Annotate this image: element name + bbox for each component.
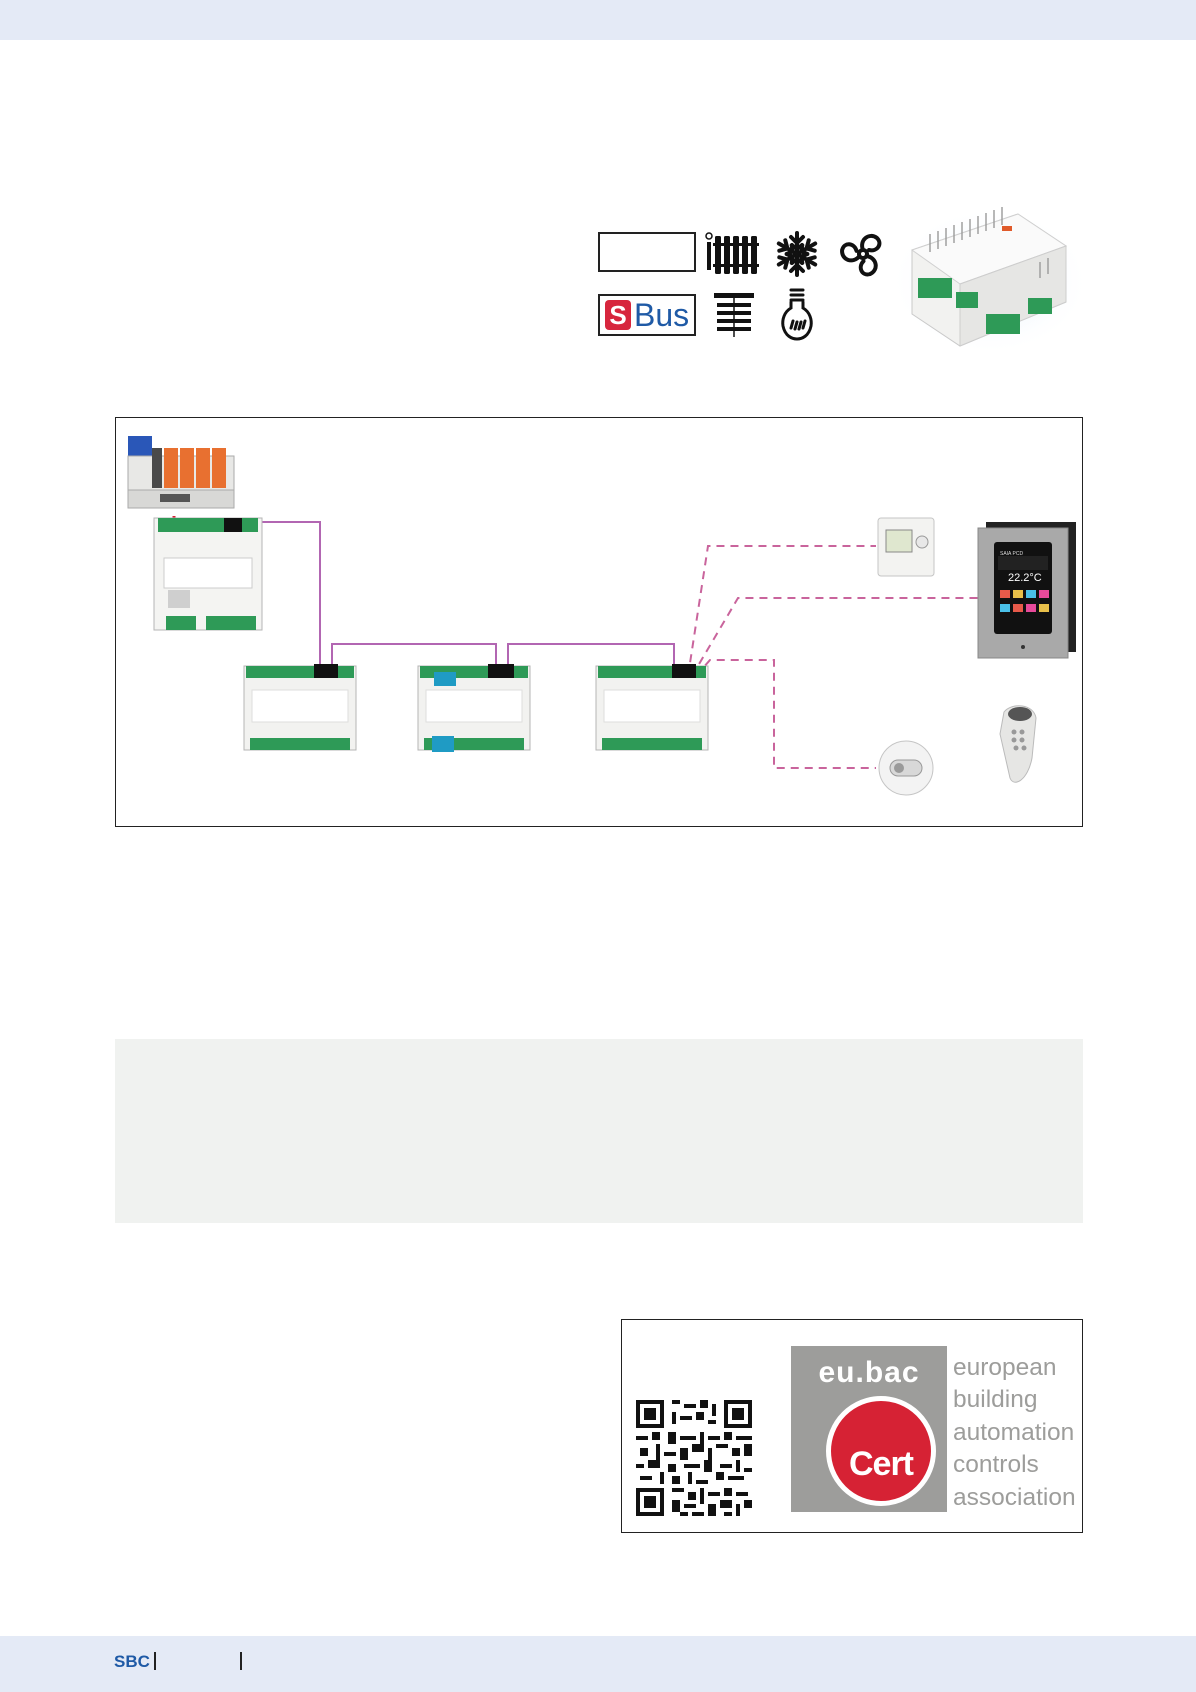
top-band — [0, 0, 1196, 40]
blind-icon — [714, 293, 754, 337]
room-touch-panel: SAIA PCD 22.2°C — [977, 522, 1076, 659]
footer-divider — [240, 1652, 242, 1670]
room-controller-3 — [595, 664, 709, 751]
room-bus-wiring — [687, 545, 978, 769]
sbus-wordmark: Bus — [634, 297, 690, 333]
eubac-word: association — [953, 1483, 1076, 1511]
eubac-word: building — [953, 1386, 1038, 1414]
eubac-word: controls — [953, 1451, 1039, 1479]
radiator-icon — [705, 232, 759, 274]
sbus-s-mark: S — [605, 300, 631, 330]
system-topology-diagram: SAIA PCD 22.2°C — [115, 417, 1083, 827]
remote-control — [999, 705, 1037, 783]
room-operating-unit — [877, 517, 935, 577]
function-symbol-panel: S Bus — [596, 207, 1116, 355]
s-bus-wiring — [238, 521, 675, 666]
s-bus-io-module — [153, 517, 263, 631]
touch-panel-temperature: 22.2°C — [1008, 572, 1042, 584]
fan-icon — [840, 233, 882, 277]
eubac-logo: eu.bac Cert — [791, 1346, 947, 1512]
room-controller-1 — [243, 664, 357, 751]
eubac-word: european — [953, 1354, 1057, 1381]
info-panel — [115, 1039, 1083, 1223]
light-bulb-icon — [781, 288, 813, 341]
cert-seal: Cert — [826, 1396, 936, 1506]
eubac-word: automation — [953, 1418, 1075, 1446]
label-box — [598, 232, 696, 272]
room-controller-2 — [417, 664, 531, 752]
touch-panel-brand: SAIA PCD — [1000, 551, 1023, 557]
pcd-controller-module — [127, 436, 235, 509]
certification-box: eu.bac Cert european building automation… — [621, 1319, 1083, 1533]
cert-label: Cert — [848, 1444, 914, 1483]
sbus-logo: S Bus — [598, 294, 696, 336]
eubac-title: eu.bac — [818, 1356, 920, 1389]
qr-code[interactable] — [636, 1400, 752, 1516]
footer-divider — [154, 1652, 156, 1670]
footer-brand[interactable]: SBC — [114, 1652, 150, 1671]
room-controller-photo — [890, 207, 1090, 355]
eubac-organization-name: european building automation controls as… — [953, 1352, 1076, 1514]
wall-switch — [878, 740, 934, 796]
snowflake-icon — [773, 231, 821, 277]
footer-band — [0, 1636, 1196, 1692]
